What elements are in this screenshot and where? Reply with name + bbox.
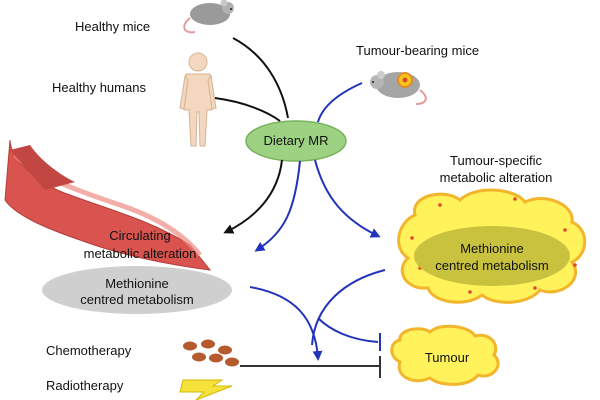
- tumour-specific-line1: Tumour-specific: [450, 153, 542, 168]
- arrow-tumour-mice: [317, 82, 363, 123]
- methionine-right-line1: Methionine: [460, 241, 524, 256]
- blood-vessel-icon: [4, 139, 212, 271]
- circulating-line1: Circulating: [109, 228, 171, 243]
- tumour-specific-line2: metabolic alteration: [439, 170, 553, 185]
- arrow-to-circulating-blue: [254, 160, 301, 252]
- lightning-icon: [179, 379, 233, 400]
- mouse-icon: [183, 0, 234, 34]
- inhibition-blue: [317, 317, 379, 343]
- methionine-right-line2: centred metabolism: [435, 258, 549, 273]
- radiotherapy-label: Radiotherapy: [46, 378, 124, 393]
- arrow-left-to-merge: [249, 286, 323, 361]
- human-icon: [179, 52, 217, 147]
- arrow-healthy-mice: [232, 37, 289, 119]
- methionine-left-line2: centred metabolism: [80, 292, 194, 307]
- methionine-left-line1: Methionine: [105, 276, 169, 291]
- circulating-line2: metabolic alteration: [83, 246, 197, 261]
- arrow-to-tumour-specific: [314, 159, 381, 238]
- tumour-bearing-mice-label: Tumour-bearing mice: [356, 43, 480, 58]
- dietary-mr-ellipse: [245, 120, 347, 162]
- arrow-healthy-humans: [214, 97, 281, 122]
- chemotherapy-label: Chemotherapy: [46, 343, 132, 358]
- healthy-mice-label: Healthy mice: [75, 19, 151, 34]
- arrow-right-to-merge: [311, 269, 386, 346]
- tumour-label: Tumour: [424, 350, 470, 365]
- pills-icon: [183, 339, 239, 367]
- tumour-shape: [390, 324, 500, 386]
- dietary-mr-label: Dietary MR: [263, 133, 329, 148]
- tumour-mouse-icon: [370, 71, 427, 105]
- healthy-humans-label: Healthy humans: [52, 80, 146, 95]
- methionine-right-ellipse: [414, 226, 570, 286]
- methionine-left-ellipse: [42, 266, 232, 314]
- arrow-to-circulating: [223, 159, 283, 234]
